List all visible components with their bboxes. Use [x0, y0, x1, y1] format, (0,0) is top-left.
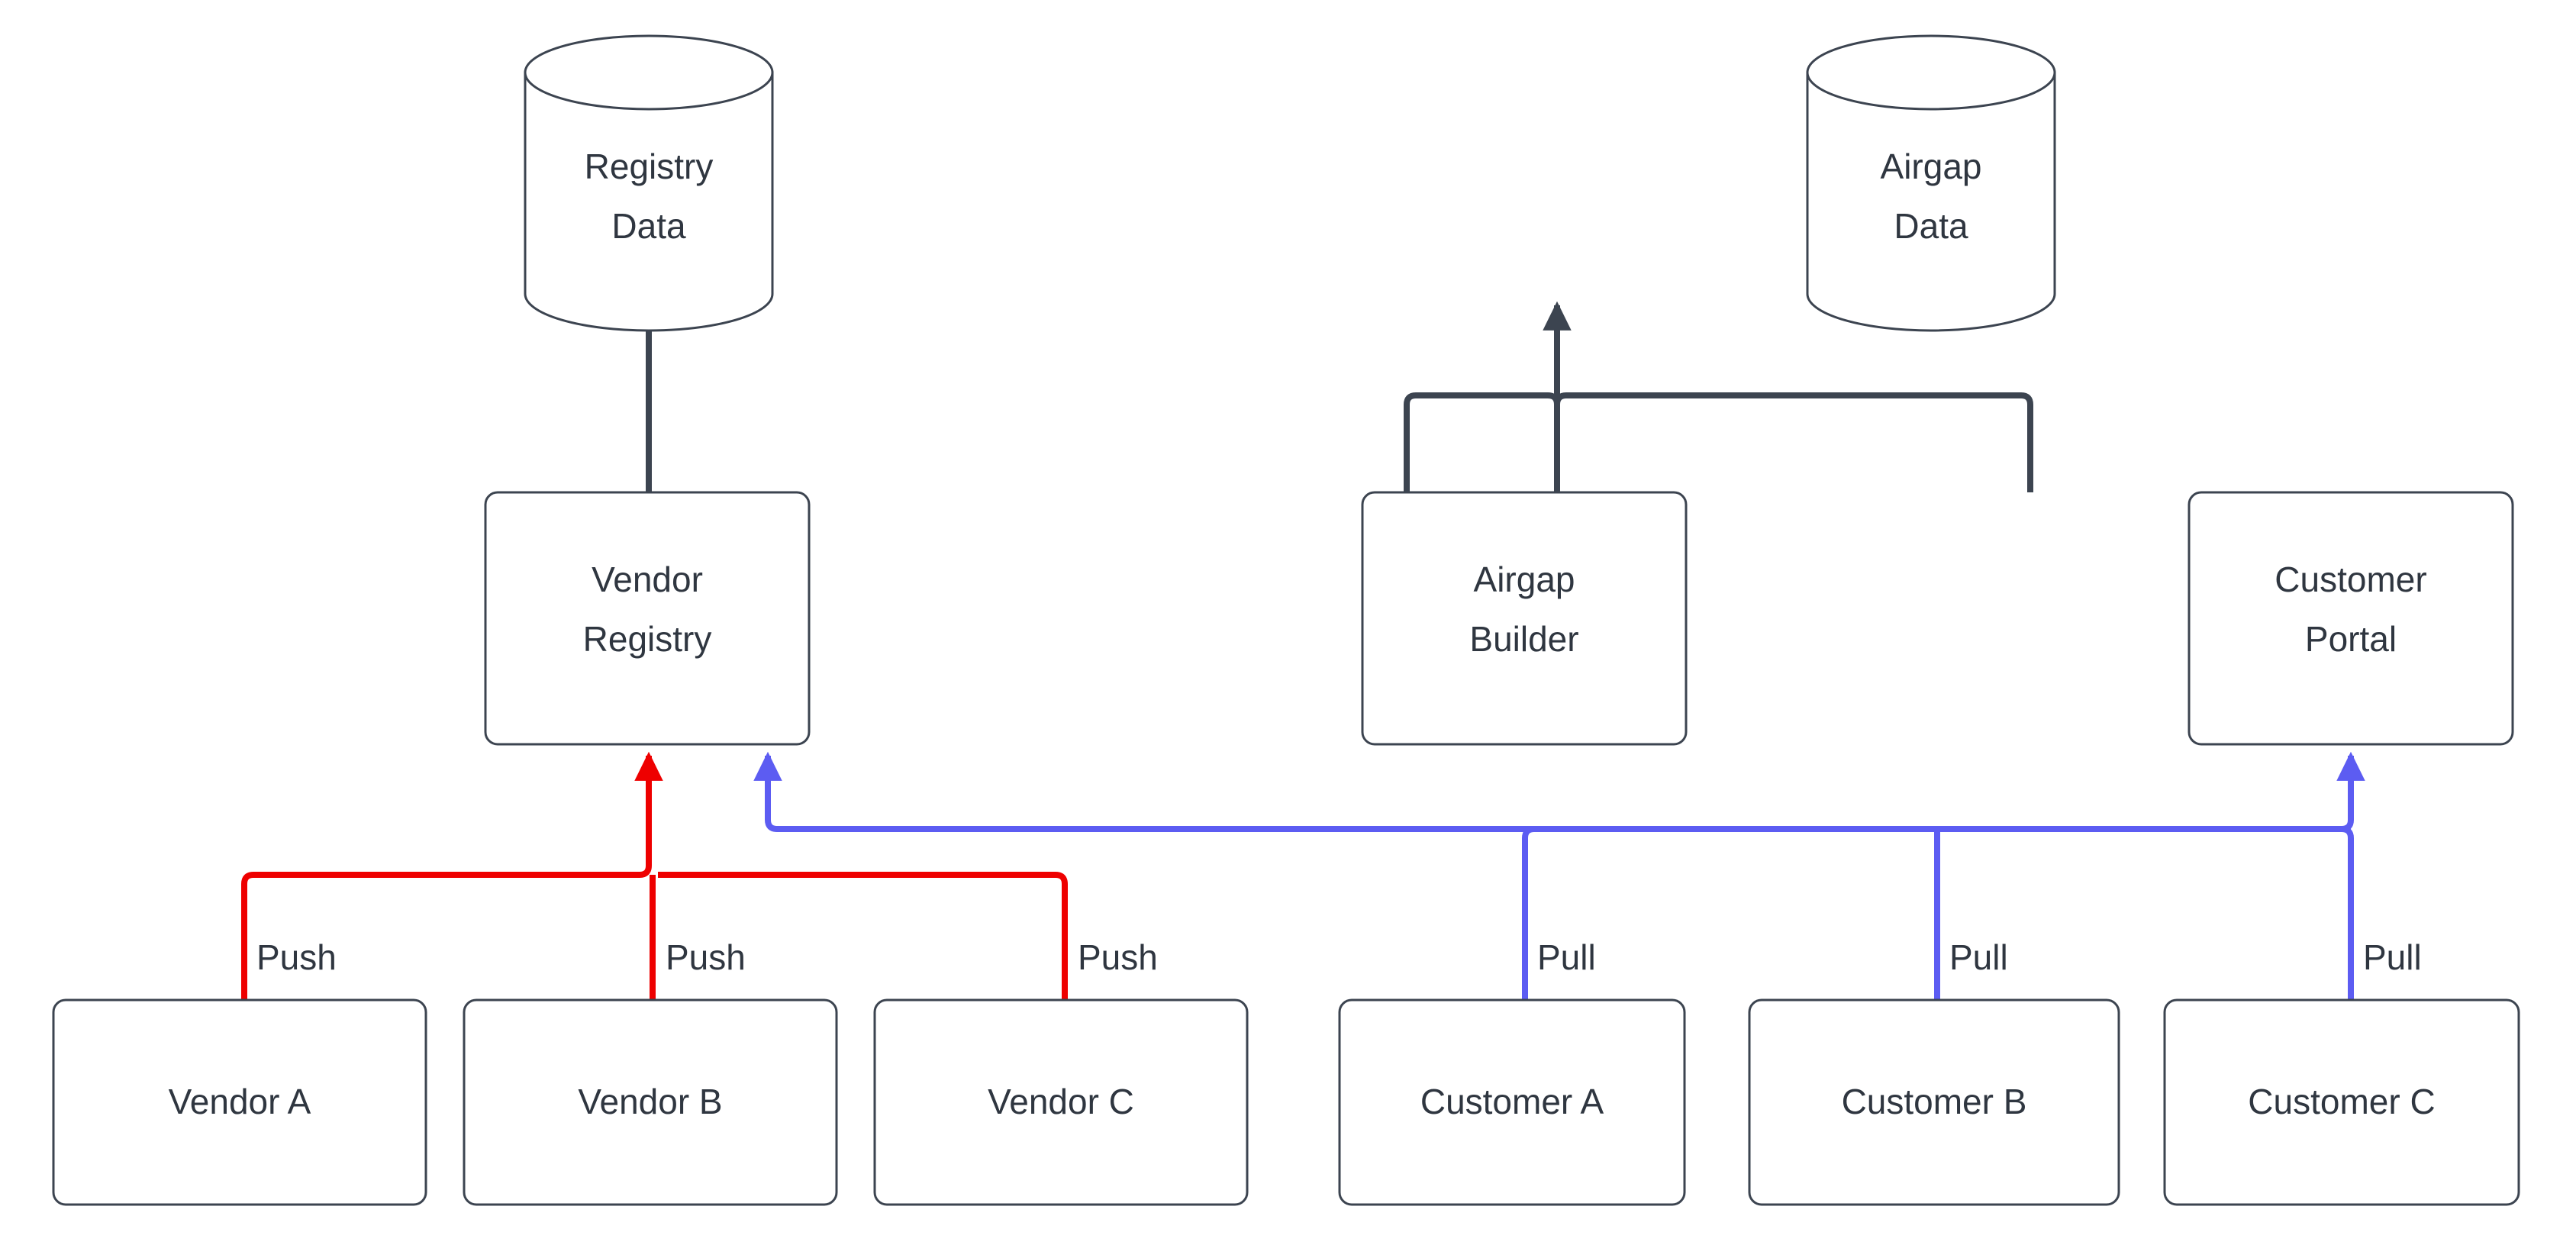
edge-airgap-builder-to-airgap-data	[1404, 392, 1560, 492]
edge-label-customer-a-pull: Pull	[1537, 937, 1596, 977]
datastore-airgap-data-line1: Airgap	[1881, 147, 1982, 186]
service-customer-portal-line2: Portal	[2305, 619, 2397, 659]
node-customer-b[interactable]: Customer B	[1748, 998, 2120, 1206]
service-customer-portal[interactable]: Customer Portal	[2188, 491, 2514, 746]
service-airgap-builder-line2: Builder	[1469, 619, 1578, 659]
datastore-airgap-data[interactable]: Airgap Data	[1806, 34, 2056, 332]
service-vendor-registry-line2: Registry	[583, 619, 712, 659]
node-customer-c[interactable]: Customer C	[2163, 998, 2520, 1206]
edge-label-vendor-b-push: Push	[666, 937, 746, 977]
node-vendor-c[interactable]: Vendor C	[873, 998, 1249, 1206]
node-customer-a[interactable]: Customer A	[1338, 998, 1686, 1206]
node-customer-a-label: Customer A	[1420, 1082, 1604, 1121]
edge-vendor-c-push	[658, 872, 1068, 1000]
edge-vendor-a-push	[241, 751, 663, 1000]
service-customer-portal-line1: Customer	[2275, 560, 2426, 599]
edge-customer-c-pull	[2341, 826, 2354, 1000]
edge-label-vendor-c-push: Push	[1078, 937, 1158, 977]
node-vendor-b-label: Vendor B	[578, 1082, 722, 1121]
node-vendor-b[interactable]: Vendor B	[463, 998, 838, 1206]
datastore-registry-data-line1: Registry	[585, 147, 714, 186]
edge-pull-trunk-to-vendor-registry	[753, 751, 2351, 832]
datastore-registry-data-line2: Data	[611, 206, 686, 246]
node-customer-c-label: Customer C	[2248, 1082, 2435, 1121]
node-vendor-c-label: Vendor C	[988, 1082, 1134, 1121]
node-vendor-a[interactable]: Vendor A	[52, 998, 427, 1206]
edge-customer-portal-to-airgap-data	[1554, 392, 2033, 492]
node-customer-b-label: Customer B	[1842, 1082, 2027, 1121]
service-vendor-registry[interactable]: Vendor Registry	[484, 491, 811, 746]
datastore-airgap-data-line2: Data	[1894, 206, 1968, 246]
service-vendor-registry-line1: Vendor	[592, 560, 703, 599]
edge-label-customer-c-pull: Pull	[2363, 937, 2422, 977]
datastore-registry-data[interactable]: Registry Data	[524, 34, 774, 332]
service-airgap-builder-line1: Airgap	[1474, 560, 1575, 599]
edge-label-customer-b-pull: Pull	[1949, 937, 2008, 977]
node-vendor-a-label: Vendor A	[169, 1082, 311, 1121]
edge-label-vendor-a-push: Push	[256, 937, 337, 977]
service-airgap-builder[interactable]: Airgap Builder	[1361, 491, 1688, 746]
